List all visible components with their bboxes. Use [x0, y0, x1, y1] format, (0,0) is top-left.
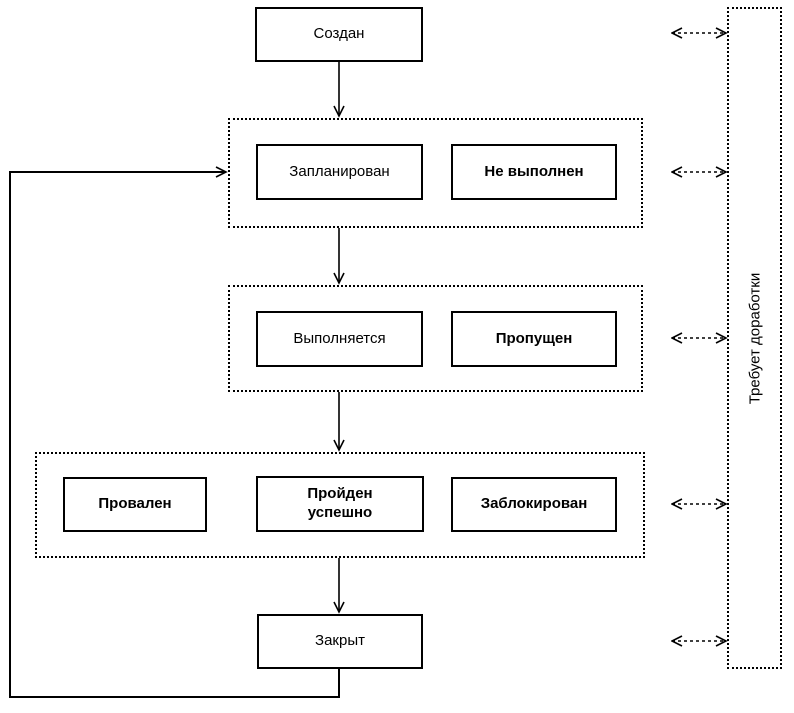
state-planned: Запланирован — [256, 144, 423, 200]
state-closed-label: Закрыт — [315, 632, 365, 650]
state-in-progress: Выполняется — [256, 311, 423, 367]
state-passed: Пройден успешно — [256, 476, 424, 532]
state-blocked-label: Заблокирован — [480, 495, 588, 513]
state-failed-label: Провален — [98, 495, 172, 513]
state-skipped-label: Пропущен — [495, 329, 573, 347]
rework-panel: Требует доработки — [727, 7, 782, 669]
state-created-label: Создан — [313, 25, 365, 43]
state-blocked: Заблокирован — [451, 477, 617, 532]
state-in-progress-label: Выполняется — [293, 329, 386, 347]
state-created: Создан — [255, 7, 423, 62]
state-failed: Провален — [63, 477, 207, 532]
state-skipped: Пропущен — [451, 311, 617, 367]
state-not-executed-label: Не выполнен — [484, 162, 584, 180]
state-planned-label: Запланирован — [289, 162, 390, 180]
state-not-executed: Не выполнен — [451, 144, 617, 200]
state-passed-label: Пройден успешно — [307, 485, 373, 521]
rework-panel-label: Требует доработки — [746, 272, 764, 404]
state-closed: Закрыт — [257, 614, 423, 669]
